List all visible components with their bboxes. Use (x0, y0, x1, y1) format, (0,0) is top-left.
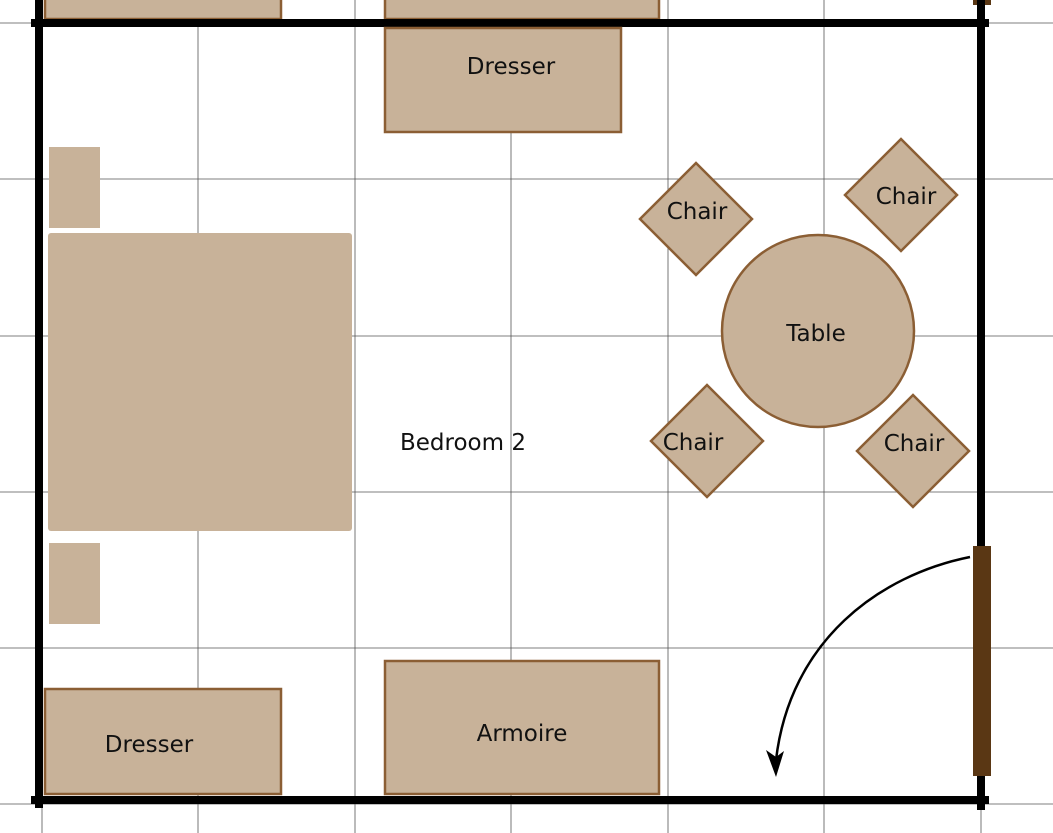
dresser-top-label: Dresser (467, 54, 556, 80)
chair-lower-right (855, 393, 971, 509)
armoire-label: Armoire (477, 721, 568, 747)
chair-upper-left-label: Chair (667, 199, 728, 225)
nightstand-bottom (49, 543, 100, 624)
dresser-bottom-label: Dresser (105, 732, 194, 758)
door (973, 546, 991, 776)
table-label: Table (785, 321, 845, 347)
dresser-bottom (43, 687, 283, 796)
armoire (383, 659, 661, 796)
table (720, 233, 916, 429)
adjacent-furniture-left (43, 0, 283, 21)
dresser-top (383, 26, 623, 134)
chair-upper-left (638, 161, 754, 277)
chair-lower-left-label: Chair (663, 430, 724, 456)
bed (48, 233, 352, 531)
chair-lower-right-label: Chair (884, 431, 945, 457)
nightstand-top (49, 147, 100, 228)
chair-lower-left (649, 383, 765, 499)
room-label: Bedroom 2 (400, 430, 526, 456)
chair-upper-right-label: Chair (876, 184, 937, 210)
door-swing-arrowhead (766, 750, 784, 777)
door-swing-arc (774, 555, 971, 761)
room-walls (31, 0, 989, 810)
adjacent-furniture-right (383, 0, 661, 21)
chair-upper-right (843, 137, 959, 253)
